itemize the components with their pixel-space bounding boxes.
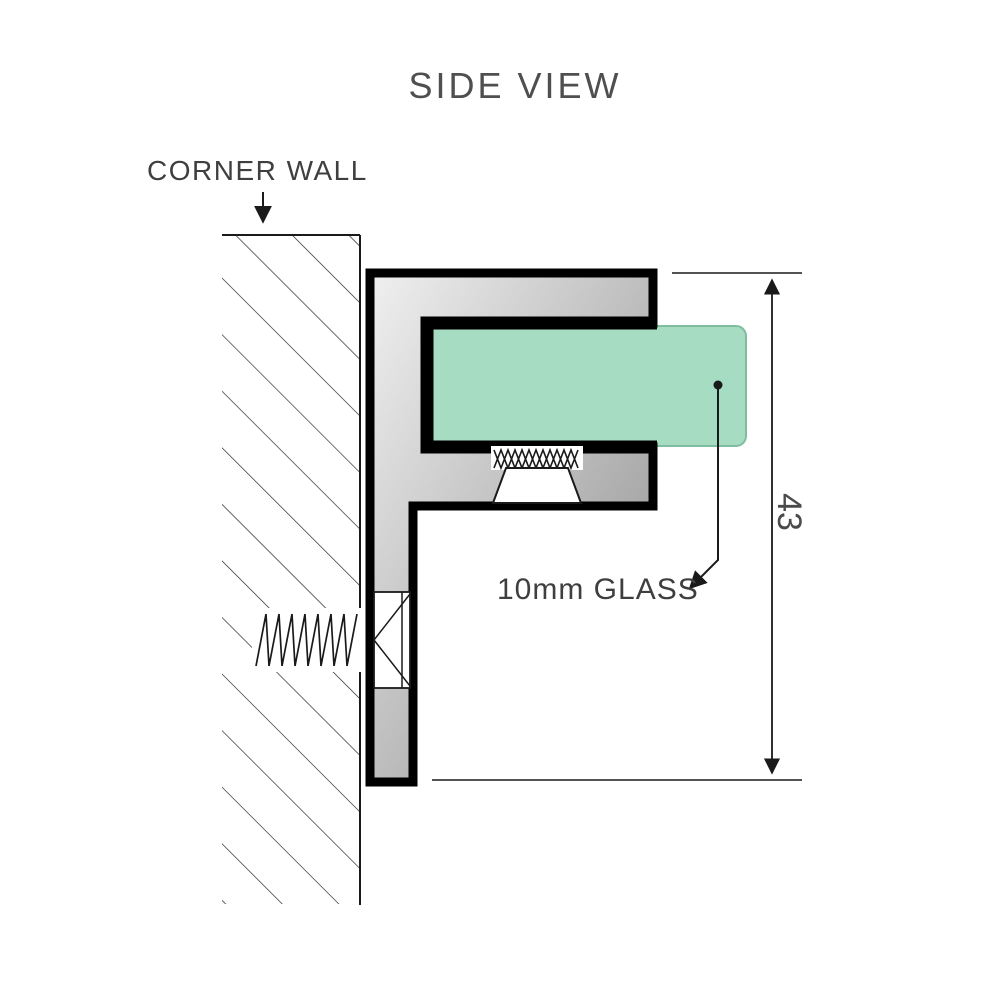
glass-leader-line — [688, 389, 719, 590]
wall-screw-threads — [255, 613, 358, 667]
grub-screw-thread-b — [493, 447, 579, 471]
wall-screw-head — [373, 591, 411, 689]
wall-screw — [252, 591, 411, 689]
grub-screw-body — [491, 467, 583, 504]
dimension-value: 43 — [770, 493, 808, 531]
glass-panel — [423, 325, 747, 447]
grub-screw — [491, 446, 583, 504]
page-title: SIDE VIEW — [408, 65, 621, 106]
wall-screw-head-bevel-top — [373, 593, 411, 641]
corner-wall-label: CORNER WALL — [147, 155, 368, 186]
glass-leader-dot — [713, 380, 723, 390]
wall-hatching — [222, 236, 360, 904]
glass-label: 10mm GLASS — [497, 573, 699, 606]
wall-screw-head-bevel-bottom — [373, 639, 411, 687]
